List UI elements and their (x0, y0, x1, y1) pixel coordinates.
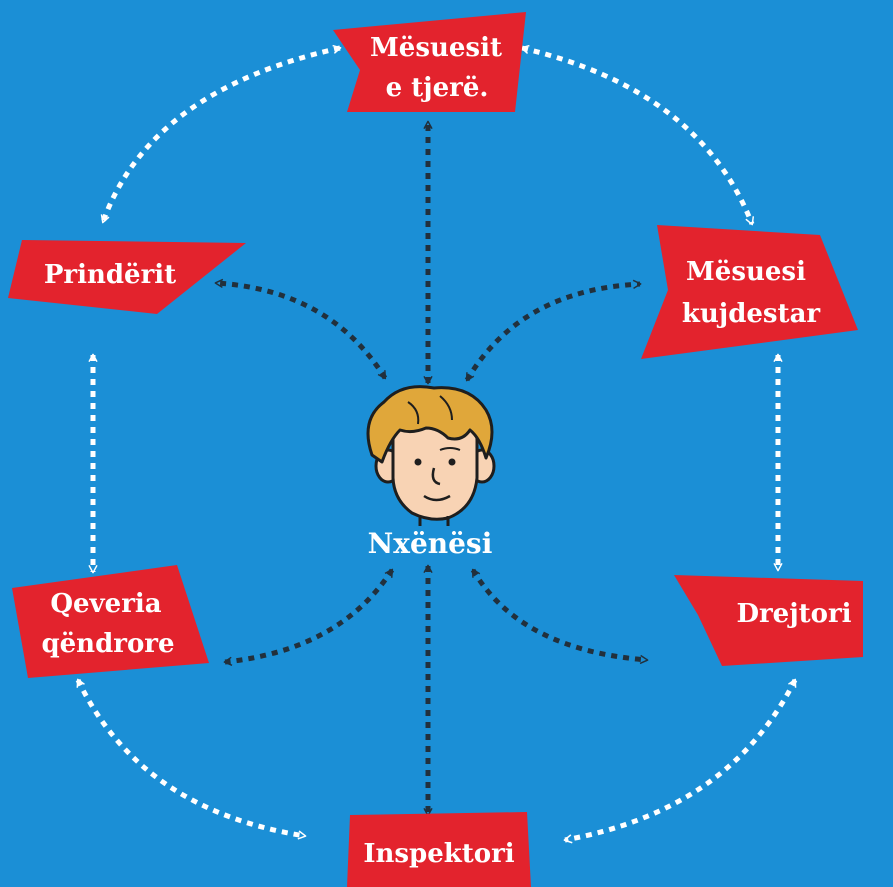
node-label-line1: Drejtori (736, 599, 851, 629)
node-box (8, 240, 246, 314)
student-label: Nxënësi (368, 527, 493, 560)
node-inspektori: Inspektori (347, 812, 531, 887)
hair-strand (407, 401, 420, 425)
inner-connections (214, 120, 649, 817)
arrow-student-prinderit (214, 278, 388, 380)
node-label-line1: Mësuesi (686, 257, 806, 287)
node-drejtori: Drejtori (674, 575, 863, 666)
neck (418, 516, 450, 526)
node-label-line1: Mësuesit (370, 33, 502, 63)
arrow-student-qeveria (223, 568, 395, 666)
node-label-line2: qëndrore (41, 629, 174, 659)
node-box (333, 12, 526, 112)
arrow-mesuesit-prinderit (100, 44, 342, 224)
node-mesuesi-kujdestar: Mësuesi kujdestar (641, 225, 858, 359)
right-eye (448, 458, 456, 466)
node-box (641, 225, 858, 359)
node-box (12, 565, 209, 678)
node-box (674, 575, 863, 666)
node-label-line1: Qeveria (50, 589, 161, 619)
arrow-student-kujdestar (464, 279, 642, 382)
outer-connections (75, 44, 798, 844)
node-mesuesit-tjere: Mësuesit e tjerë. (333, 12, 526, 112)
hair-strand (439, 395, 453, 421)
arrow-drejtori-inspektori (563, 678, 798, 844)
arrow-student-drejtori (470, 568, 649, 665)
node-label-line2: e tjerë. (386, 73, 489, 103)
student-face-illustration (366, 385, 496, 526)
node-qeveria: Qeveria qëndrore (12, 565, 209, 678)
hair (366, 385, 494, 464)
left-eye (414, 458, 422, 466)
node-label-line1: Inspektori (363, 839, 514, 869)
node-prinderit: Prindërit (8, 240, 246, 314)
eyebrow (439, 447, 461, 451)
mouth (423, 494, 451, 502)
node-label-line1: Prindërit (44, 260, 176, 290)
arrow-mesuesit-kujdestar (520, 44, 755, 226)
node-label-line2: kujdestar (682, 299, 821, 329)
arrow-qeveria-inspektori (75, 678, 307, 840)
node-box (347, 812, 531, 887)
nose (431, 467, 441, 486)
